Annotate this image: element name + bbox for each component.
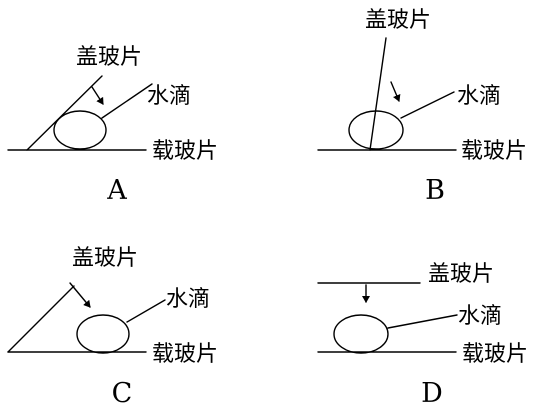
slide-label: 载玻片 [152,139,218,164]
water-drop-label: 水滴 [147,84,191,109]
slide-label: 载玻片 [152,342,218,367]
panel-letter: D [421,378,443,409]
panel-letter: B [425,175,445,206]
water-drop-label: 水滴 [457,84,501,109]
cover-slip-arrow [91,86,104,105]
cover-slip-label: 盖玻片 [72,246,138,271]
cover-slip-line [7,285,75,353]
water-drop [348,110,404,150]
water-drop-label: 水滴 [458,304,502,329]
cover-slip-label: 盖玻片 [428,262,494,287]
cover-slip-line [26,75,103,151]
cover-slip-label: 盖玻片 [76,45,142,70]
slide-label: 载玻片 [461,139,527,164]
water-drop-leader [126,299,166,323]
water-drop [333,314,389,354]
water-drop-label: 水滴 [166,287,210,312]
water-drop [76,314,130,354]
panel-letter: C [112,378,133,409]
slide-label: 载玻片 [462,342,528,367]
cover-slip-line [369,37,387,151]
panel-letter: A [106,175,127,206]
panel-d: 盖玻片 水滴 载玻片 D [317,262,528,409]
cover-slip-arrow [390,81,401,102]
water-drop-leader [387,314,458,329]
panel-a: 盖玻片 水滴 载玻片 A [7,45,218,206]
water-drop-leader [400,91,455,119]
water-drop [53,110,107,150]
cover-slip-arrow [69,282,91,308]
cover-slip-label: 盖玻片 [365,8,431,33]
panel-c: 盖玻片 水滴 载玻片 C [7,246,218,409]
water-drop-leader [101,83,153,119]
panel-b: 盖玻片 水滴 载玻片 B [317,8,527,206]
